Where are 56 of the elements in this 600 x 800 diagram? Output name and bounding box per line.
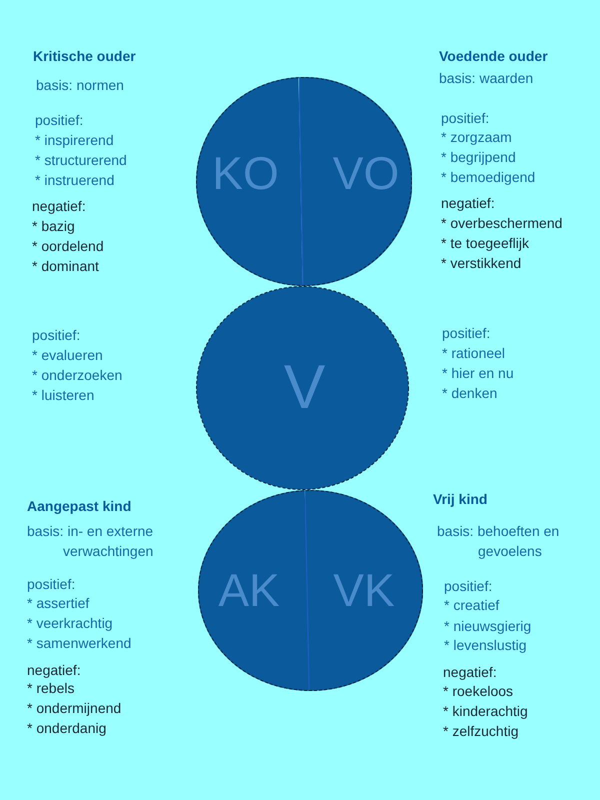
list-heading: positief:	[444, 577, 492, 596]
basis-text: basis: waarden	[439, 69, 534, 88]
list-item: * assertief	[27, 594, 90, 613]
list-item: * veerkrachtig	[27, 614, 113, 633]
section-heading: Kritische ouder	[33, 47, 136, 66]
list-item: * instruerend	[35, 171, 114, 190]
list-item: * inspirerend	[35, 131, 114, 150]
list-item: * zelfzuchtig	[443, 722, 518, 741]
list-item: * onderdanig	[27, 719, 106, 738]
list-heading: positief:	[35, 111, 84, 130]
circle	[196, 286, 409, 490]
list-item: * ondermijnend	[27, 699, 122, 718]
list-item: * begrijpend	[441, 148, 516, 167]
list-item: * te toegeeflijk	[441, 234, 529, 253]
basis-text: basis: normen	[36, 76, 124, 95]
list-item: * dominant	[32, 257, 99, 276]
split-circle	[198, 490, 423, 691]
list-item: * structurerend	[35, 151, 127, 170]
list-heading: positief:	[441, 109, 490, 128]
basis-text: basis: in- en externe verwachtingen	[27, 522, 154, 561]
list-item: * evalueren	[32, 346, 103, 365]
split-circle	[196, 77, 412, 286]
list-heading: negatief:	[441, 194, 495, 213]
list-item: * levenslustig	[444, 636, 526, 655]
circle-label: V	[284, 357, 326, 419]
list-item: * verstikkend	[441, 254, 522, 273]
section-heading: Voedende ouder	[439, 47, 548, 66]
list-item: * rationeel	[442, 344, 506, 363]
list-item: * samenwerkend	[27, 634, 132, 653]
list-item: * kinderachtig	[443, 702, 528, 721]
list-item: * denken	[442, 384, 498, 403]
list-item: * bazig	[32, 217, 75, 236]
list-item: * roekeloos	[443, 682, 514, 701]
basis-text: basis: behoeften en gevoelens	[437, 522, 560, 561]
list-item: * rebels	[27, 679, 74, 698]
list-item: * bemoedigend	[441, 168, 536, 187]
section-heading: Aangepast kind	[27, 497, 132, 516]
section-heading: Vrij kind	[433, 490, 488, 509]
list-item: * luisteren	[32, 386, 94, 405]
list-item: * nieuwsgierig	[444, 617, 532, 636]
circle-label: VO	[332, 150, 400, 196]
list-heading: positief:	[442, 324, 490, 343]
list-item: * onderzoeken	[32, 366, 122, 385]
list-item: * hier en nu	[442, 364, 514, 383]
circle-label: AK	[218, 567, 280, 613]
list-item: * zorgzaam	[441, 128, 512, 147]
list-item: * creatief	[444, 596, 500, 615]
list-item: * overbeschermend	[441, 214, 562, 233]
list-heading: positief:	[32, 326, 80, 345]
circle-label: VK	[333, 567, 395, 613]
list-heading: negatief:	[27, 661, 81, 680]
list-heading: positief:	[27, 575, 76, 594]
list-heading: negatief:	[443, 663, 497, 682]
circle-label: KO	[212, 150, 279, 196]
list-heading: negatief:	[32, 197, 86, 216]
list-item: * oordelend	[32, 237, 104, 256]
